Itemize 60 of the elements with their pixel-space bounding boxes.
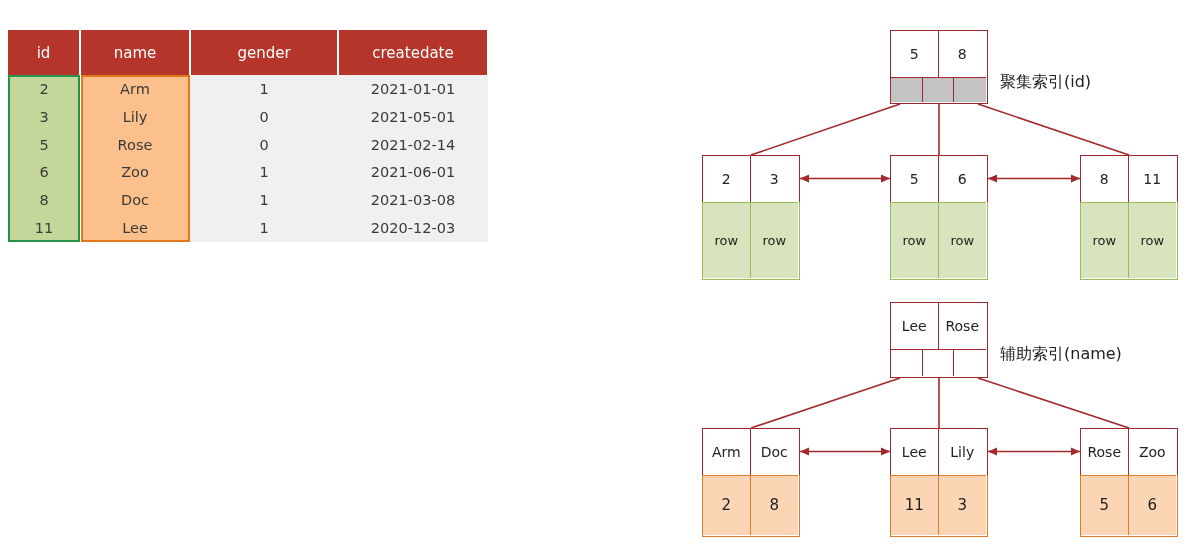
date-value: 2021-01-01 (370, 80, 456, 98)
gender-value: 1 (259, 219, 269, 237)
data-cell: 3 (938, 474, 986, 535)
index-node (1080, 428, 1178, 537)
double-arrow (799, 174, 891, 183)
index-node (702, 155, 800, 280)
gender-value: 1 (259, 80, 269, 98)
date-value: 2021-05-01 (370, 108, 456, 125)
id-value: 3 (39, 108, 49, 125)
connector-line (750, 103, 901, 156)
date-value: 2021-06-01 (370, 163, 456, 181)
id-value: 5 (39, 136, 49, 153)
index-node (702, 428, 800, 537)
data-cell: row (750, 201, 798, 278)
id-value: 8 (39, 191, 49, 209)
data-cell: 2 (703, 474, 751, 535)
connector-line (938, 377, 940, 429)
data-cell: 11 (891, 474, 939, 535)
gender-value: 0 (259, 108, 269, 125)
gender-value: 1 (259, 163, 269, 181)
data-cell: 8 (750, 474, 798, 535)
name-value: Lily (122, 108, 148, 125)
date-value: 2021-03-08 (370, 191, 456, 209)
index-node (890, 428, 988, 537)
double-arrow (987, 174, 1081, 183)
column-header: name (81, 30, 189, 75)
name-value: Arm (120, 80, 150, 98)
index-node (890, 155, 988, 280)
date-value: 2021-02-14 (370, 136, 456, 153)
connector-line (938, 103, 940, 156)
date-value: 2020-12-03 (370, 219, 456, 237)
connector-line (977, 377, 1130, 429)
double-arrow (799, 447, 891, 456)
column-header: gender (191, 30, 337, 75)
gender-value: 0 (259, 136, 269, 153)
data-cell: 5 (1081, 474, 1129, 535)
index-node (890, 302, 988, 378)
name-value: Lee (122, 219, 148, 237)
id-value: 6 (39, 163, 49, 181)
connector-line (977, 103, 1130, 156)
column-header: id (8, 30, 79, 75)
data-cell: 6 (1128, 474, 1176, 535)
column-header: createdate (339, 30, 487, 75)
data-cell: row (1128, 201, 1176, 278)
index-node (1080, 155, 1178, 280)
name-value: Rose (117, 136, 153, 153)
name-value: Doc (121, 191, 149, 209)
index-caption: 辅助索引(name) (1000, 344, 1122, 364)
id-value: 11 (34, 219, 54, 237)
data-cell: row (703, 201, 751, 278)
id-value: 2 (39, 80, 49, 98)
double-arrow (987, 447, 1081, 456)
index-node (890, 30, 988, 104)
connector-line (750, 377, 901, 429)
index-caption: 聚集索引(id) (1000, 72, 1092, 92)
name-value: Zoo (121, 163, 149, 181)
data-cell: row (938, 201, 986, 278)
data-cell: row (1081, 201, 1129, 278)
data-cell: row (891, 201, 939, 278)
gender-value: 1 (259, 191, 269, 209)
